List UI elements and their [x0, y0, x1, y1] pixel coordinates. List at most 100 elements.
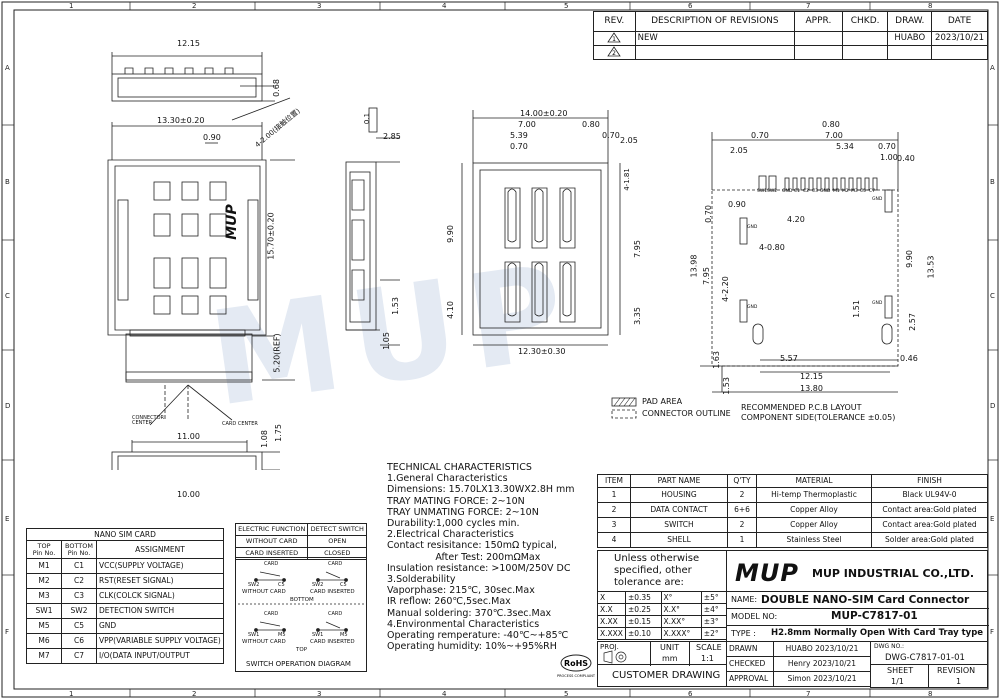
revision-box: REVISION 1: [928, 664, 988, 688]
tolerance-note-1: specified, other: [614, 565, 692, 576]
dim-side-flat: 0.1: [363, 112, 372, 125]
revision-table: REV. DESCRIPTION OF REVISIONS APPR. CHKD…: [593, 11, 988, 60]
pcb-pin-2: GND: [782, 189, 793, 194]
dim-pad-top-2: 5.39: [510, 131, 528, 140]
sim-row-1-bottom: C2: [61, 573, 97, 589]
sheet-label: SHEET: [887, 666, 914, 675]
checked-label: CHECKED: [726, 656, 774, 672]
drawing-info-block: NAME: DOUBLE NANO-SIM Card Connector MOD…: [726, 591, 989, 642]
revision-value: 1: [956, 677, 962, 686]
sim-row-3-top: SW1: [26, 603, 62, 619]
legend-layout-title: RECOMMENDED P.C.B LAYOUT: [741, 403, 862, 412]
pcb-pin-0: SW1: [757, 189, 768, 194]
sim-table-title: NANO SIM CARD: [26, 528, 224, 541]
zone-col-5-bottom: 5: [564, 690, 569, 698]
rev-row2-date: [931, 45, 988, 60]
dim-pcb-right-2: 1.51: [851, 300, 861, 318]
dwg-no-label: DWG NO.:: [874, 643, 905, 650]
zone-col-2: 2: [192, 2, 197, 10]
parts-row-0-material: Hi-temp Thermoplastic: [756, 487, 872, 503]
pad-view-outline: [461, 110, 621, 346]
pcb-pin-6: GND: [820, 189, 831, 194]
sim-header-bottom: BOTTOM Pin No.: [61, 540, 97, 559]
parts-row-1-qty: 6+6: [727, 502, 757, 518]
revision-label: REVISION: [937, 666, 976, 675]
zone-row-a: A: [5, 64, 10, 72]
customer-drawing-label: CUSTOMER DRAWING: [612, 670, 721, 681]
dim-pcb-top-5: 0.40: [897, 154, 915, 163]
zone-col-8-bottom: 8: [928, 690, 933, 698]
parts-row-3-finish: Solder area:Gold plated: [871, 532, 988, 548]
rev-row2-desc: [634, 45, 796, 60]
tol-row-0-b: ±0.35: [624, 591, 662, 604]
switch-top-sw1-2: SW1: [312, 632, 324, 638]
dim-pcb-top-6: 2.05: [730, 146, 748, 155]
dim-pad-top-3: 0.70: [510, 142, 528, 151]
switch-header-function: ELECTRIC FUNCTION: [234, 523, 309, 536]
dim-front-pad: 0.90: [203, 133, 221, 142]
tech-line-12: IR reflow: 260℃,5sec.Max: [387, 596, 511, 608]
zone-col-3-bottom: 3: [317, 690, 322, 698]
sim-row-6-bottom: C7: [61, 648, 97, 664]
switch-bottom-c5-1: C5: [278, 582, 285, 588]
sim-row-5-top: M6: [26, 633, 62, 649]
pcb-pin-9: M3: [851, 189, 858, 194]
sim-row-6-top: M7: [26, 648, 62, 664]
parts-row-2-finish: Contact area:Gold plated: [871, 517, 988, 533]
pcb-pin-4: C2: [803, 189, 810, 194]
zone-col-5: 5: [564, 2, 569, 10]
zone-row-e: E: [5, 515, 10, 523]
dim-side-d1: 1.53: [390, 297, 400, 315]
tech-line-0: TECHNICAL CHARACTERISTICS: [387, 462, 532, 473]
tol-row-0-c: X°: [660, 591, 702, 604]
zone-row-d: D: [5, 402, 11, 410]
tech-line-4: TRAY UNMATING FORCE: 2~10N: [387, 506, 539, 518]
drawing-name: DOUBLE NANO-SIM Card Connector: [761, 594, 970, 606]
parts-row-0-item: 1: [597, 487, 631, 503]
dim-pad-bottom: 12.30±0.30: [518, 347, 566, 356]
tol-row-3-d: ±2°: [700, 627, 728, 640]
zone-col-7-bottom: 7: [806, 690, 811, 698]
switch-bottom-card-1: CARD: [264, 561, 279, 567]
pcb-pin-8: M2: [842, 189, 849, 194]
dim-pcb-top-2: 7.00: [825, 131, 843, 140]
front-view-outline: [107, 97, 295, 426]
switch-bottom-sw2-2: SW2: [312, 582, 324, 588]
drawn-label: DRAWN: [726, 641, 774, 657]
tech-line-15: Operating remperature: -40℃~+85℃: [387, 630, 569, 642]
dim-pcb-bottom-0: 1.63: [711, 351, 721, 369]
tol-row-3-b: ±0.10: [624, 627, 662, 640]
parts-row-2-item: 3: [597, 517, 631, 533]
zone-row-f: F: [5, 628, 10, 636]
parts-row-1-item: 2: [597, 502, 631, 518]
pcb-gnd-label-4: GND: [872, 301, 883, 306]
dim-pcb-top-3: 5.34: [836, 142, 854, 151]
side-view-outline: [345, 107, 400, 346]
zone-col-6: 6: [688, 2, 693, 10]
legend-pad-area: PAD AREA: [642, 397, 683, 406]
dim-pad-top-0: 14.00±0.20: [520, 109, 568, 118]
parts-row-0-name: HOUSING: [630, 487, 728, 503]
technical-characteristics: TECHNICAL CHARACTERISTICS 1.General Char…: [387, 462, 592, 652]
unit-value: mm: [662, 654, 678, 663]
switch-top-without: WITHOUT CARD: [242, 639, 286, 645]
zone-col-6-bottom: 6: [688, 690, 693, 698]
sim-row-2-top: M3: [26, 588, 62, 604]
tech-line-13: Manual soldering: 370℃.3sec.Max: [387, 607, 552, 619]
switch-row-0-function: WITHOUT CARD: [234, 535, 309, 548]
zone-row-c: C: [5, 292, 10, 300]
parts-header-name: PART NAME: [630, 474, 728, 488]
approval-label: APPROVAL: [726, 671, 774, 687]
customer-drawing-box: CUSTOMER DRAWING: [597, 664, 727, 687]
switch-bottom-card-2: CARD: [328, 561, 343, 567]
parts-header-item: ITEM: [597, 474, 631, 488]
dim-pcb-left-2: 7.95: [701, 267, 711, 285]
mechanical-views: [107, 52, 899, 470]
tech-line-7: Contact resisitance: 150mΩ typical,: [387, 540, 557, 552]
tol-row-1-c: X.X°: [660, 603, 702, 616]
bottom-view-outline: [111, 440, 280, 470]
